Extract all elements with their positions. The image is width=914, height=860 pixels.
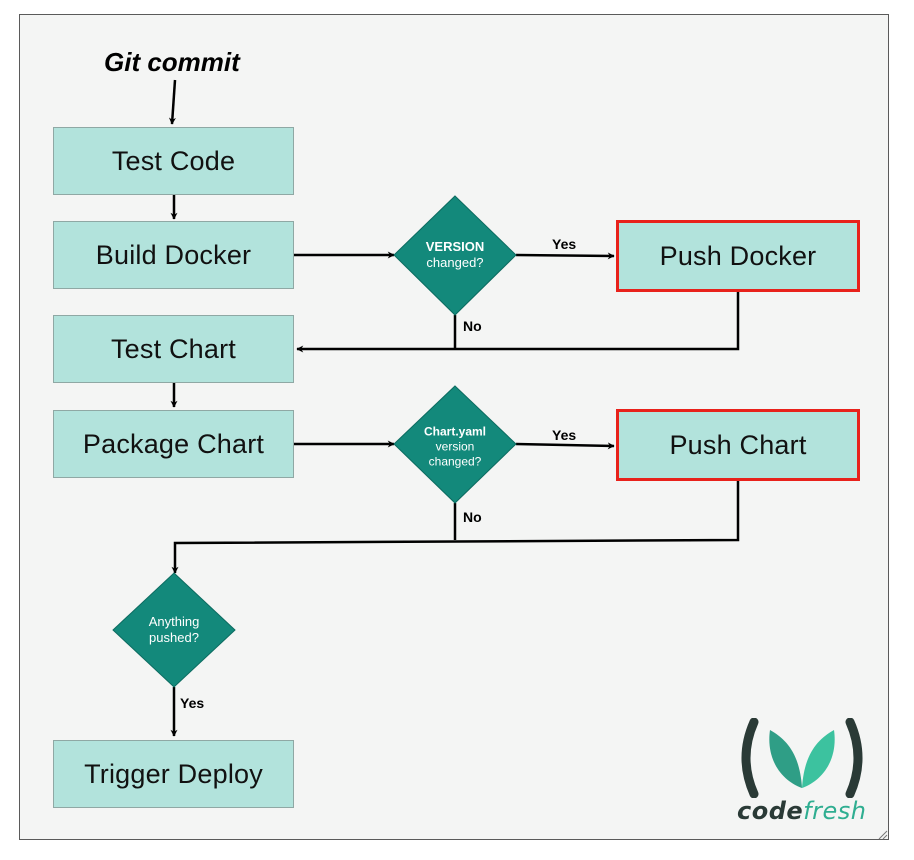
arrow-to-anything-pushed bbox=[171, 481, 740, 574]
arrow-version-yes bbox=[515, 252, 615, 260]
node-package-chart: Package Chart bbox=[53, 410, 294, 478]
arrow-push-docker-to-test-chart bbox=[296, 291, 740, 353]
edge-label-version-yes: Yes bbox=[552, 236, 577, 252]
arrow-chart-yaml-yes bbox=[515, 442, 615, 450]
version-changed-line2: changed? bbox=[426, 255, 484, 270]
version-changed-decision bbox=[393, 195, 517, 316]
anything-pushed-decision bbox=[112, 572, 236, 688]
node-push-chart: Push Chart bbox=[616, 409, 860, 481]
node-test-code: Test Code bbox=[53, 127, 294, 195]
resize-handle-icon[interactable] bbox=[878, 830, 888, 840]
node-push-docker: Push Docker bbox=[616, 220, 860, 292]
logo-text-code: code bbox=[737, 797, 804, 825]
edge-label-chart-yes: Yes bbox=[552, 427, 577, 443]
edge-label-chart-no: No bbox=[463, 509, 482, 525]
chart-yaml-changed-decision bbox=[393, 385, 517, 504]
logo-text-fresh: fresh bbox=[803, 797, 867, 825]
version-changed-text: VERSION changed? bbox=[426, 239, 485, 271]
chart-yaml-line2: version bbox=[435, 439, 475, 454]
chart-yaml-changed-text: Chart.yaml version changed? bbox=[424, 425, 486, 470]
edge-label-pushed-yes: Yes bbox=[180, 695, 205, 711]
codefresh-logo-text: codefresh bbox=[737, 797, 866, 825]
node-test-chart: Test Chart bbox=[53, 315, 294, 383]
node-trigger-deploy: Trigger Deploy bbox=[53, 740, 294, 808]
chart-yaml-line1: Chart.yaml bbox=[423, 424, 487, 439]
version-changed-line1: VERSION bbox=[425, 239, 485, 254]
leaf-in-parentheses-icon bbox=[741, 718, 863, 798]
arrow-start-to-test-code bbox=[168, 79, 177, 125]
start-label: Git commit bbox=[104, 47, 240, 77]
edge-label-version-no: No bbox=[463, 318, 482, 334]
anything-pushed-line1: Anything bbox=[148, 614, 200, 629]
anything-pushed-line2: pushed? bbox=[149, 630, 199, 645]
node-build-docker: Build Docker bbox=[53, 221, 294, 289]
anything-pushed-text: Anything pushed? bbox=[149, 614, 200, 646]
chart-yaml-line3: changed? bbox=[428, 454, 482, 469]
